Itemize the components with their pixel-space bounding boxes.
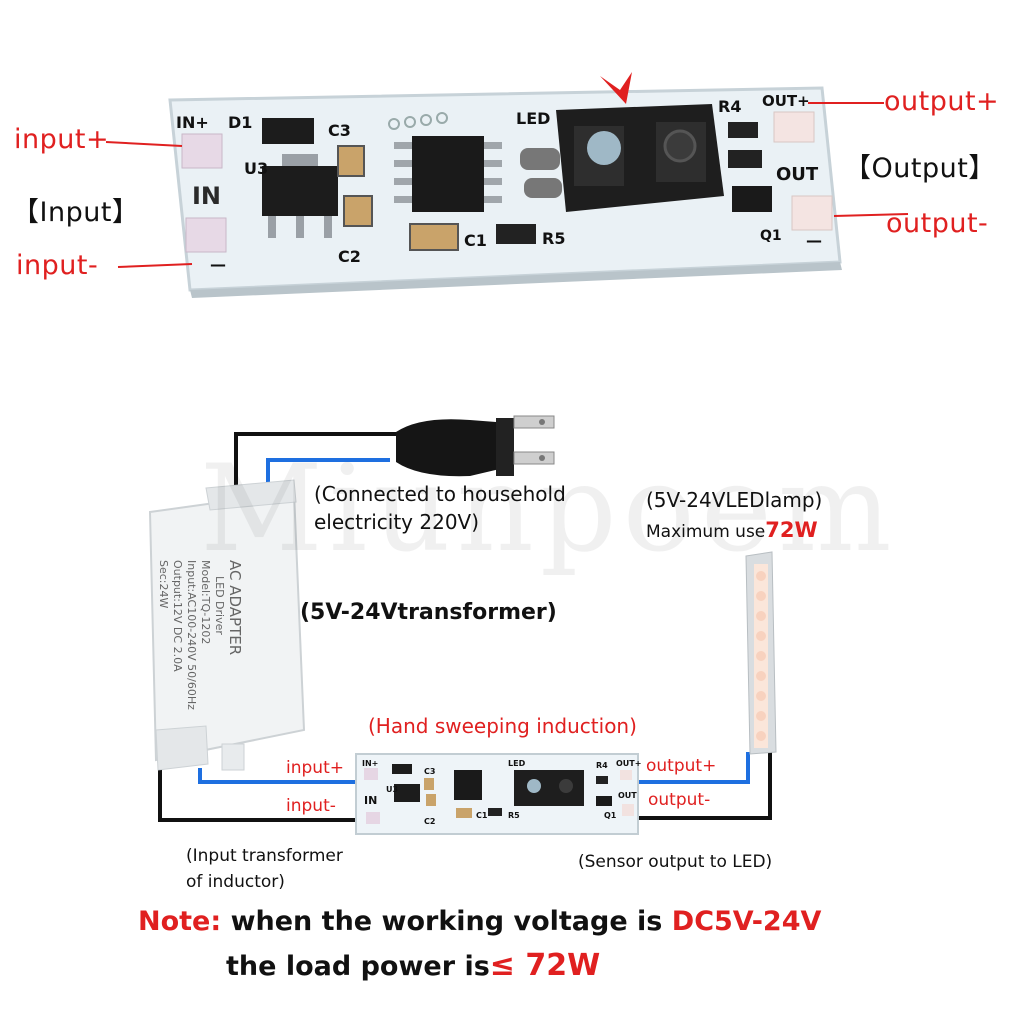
mini-silk-in-plus: IN+ — [362, 759, 378, 768]
mini-silk-c1: C1 — [476, 811, 488, 820]
input-note-2: of inductor) — [186, 872, 285, 892]
blue-wire-input — [198, 768, 356, 784]
note-line-1: Note: when the working voltage is DC5V-2… — [138, 906, 821, 937]
lamp-caption-2-prefix: Maximum use — [646, 522, 766, 542]
leader-output-minus — [833, 213, 909, 217]
lamp-caption-2: Maximum use72W — [646, 518, 818, 542]
pad-in-minus — [185, 217, 227, 253]
label-output-box: 【Output】 — [844, 153, 996, 184]
silk-minus: — — [210, 255, 226, 274]
label-output-minus: output- — [886, 208, 989, 239]
label-input-box: 【Input】 — [12, 197, 140, 228]
mini-silk-in: IN — [364, 794, 377, 807]
silk-in-plus: IN+ — [176, 113, 209, 132]
note-line1-text: when the working voltage is — [221, 906, 672, 937]
adapter-sub: LED Driver — [213, 576, 226, 635]
silk-c1: C1 — [464, 231, 487, 250]
ir-sensor — [520, 104, 724, 212]
bottom-output-minus: output- — [648, 790, 711, 810]
sensor-note: (Sensor output to LED) — [578, 852, 773, 872]
silk-d1: D1 — [228, 113, 252, 132]
ic-chip — [412, 136, 484, 212]
mini-silk-c3: C3 — [424, 767, 435, 776]
note-line1-value: DC5V-24V — [671, 906, 822, 937]
silk-in: IN — [192, 182, 221, 210]
blue-wire-output — [638, 752, 750, 784]
ac-adapter: AC ADAPTER LED Driver Model:TQ-1202 Inpu… — [148, 479, 306, 771]
silk-out-minus: — — [806, 231, 822, 250]
black-wire-output — [638, 750, 772, 820]
q1-transistor — [732, 186, 772, 212]
lamp-caption-1: (5V-24VLEDlamp) — [646, 488, 823, 512]
black-wire-input — [158, 760, 356, 822]
adapter-sec: Sec:24W — [157, 560, 170, 609]
label-input-minus: input- — [16, 250, 99, 281]
adapter-title: AC ADAPTER — [226, 560, 244, 655]
note-prefix: Note: — [138, 906, 222, 937]
mini-silk-out: OUT — [618, 791, 637, 800]
silk-led: LED — [516, 109, 550, 128]
label-output-plus: output+ — [884, 86, 1000, 117]
wiring-diagram-svg: AC ADAPTER LED Driver Model:TQ-1202 Inpu… — [148, 415, 777, 835]
u3-component — [262, 166, 338, 216]
c2-cap — [343, 195, 373, 227]
silk-q1: Q1 — [760, 228, 782, 244]
silk-out-plus: OUT+ — [762, 92, 810, 110]
bottom-output-plus: output+ — [646, 756, 717, 776]
mini-silk-out-plus: OUT+ — [616, 759, 641, 768]
bottom-input-minus: input- — [286, 796, 336, 816]
adapter-model: Model:TQ-1202 — [199, 560, 212, 644]
power-plug — [396, 415, 555, 477]
mini-silk-q1: Q1 — [604, 811, 617, 820]
mini-silk-led: LED — [508, 759, 526, 768]
c1-cap — [409, 223, 459, 251]
adapter-output: Output:12V DC 2.0A — [171, 560, 184, 672]
silk-out: OUT — [776, 164, 819, 185]
note-line-2: the load power is≤ 72W — [226, 948, 600, 983]
adapter-input: Input:AC100-240V 50/60Hz — [185, 560, 198, 710]
pad-in-plus — [181, 133, 223, 169]
hand-sweep-caption: (Hand sweeping induction) — [368, 714, 637, 738]
input-note-1: (Input transformer — [186, 846, 343, 866]
mini-silk-u3: U3 — [386, 785, 398, 794]
d1-component — [262, 118, 314, 144]
note-line2-value: ≤ 72W — [489, 948, 601, 983]
mini-silk-r4: R4 — [596, 761, 608, 770]
bottom-input-plus: input+ — [286, 758, 344, 778]
label-input-plus: input+ — [14, 124, 110, 155]
lamp-caption-2-value: 72W — [765, 518, 818, 542]
mini-silk-r5: R5 — [508, 811, 520, 820]
leader-input-minus — [117, 263, 193, 268]
silk-c3: C3 — [328, 121, 351, 140]
plug-caption-1: (Connected to household — [314, 482, 566, 506]
r4-resistor — [728, 122, 758, 138]
black-wire-top — [234, 432, 400, 500]
board-closeup-svg: IN+ IN — D1 C3 U3 C2 C1 R5 LED R4 OUT+ O… — [105, 72, 909, 298]
pad-out-minus — [791, 195, 833, 231]
silk-r4: R4 — [718, 97, 741, 116]
silk-r5: R5 — [542, 229, 565, 248]
r5-resistor — [496, 224, 536, 244]
led-lamp — [745, 551, 777, 755]
silk-u3: U3 — [244, 159, 268, 178]
pad-out-plus — [773, 111, 815, 143]
c3-cap — [337, 145, 365, 177]
arrow-down-icon — [600, 72, 632, 104]
mini-silk-c2: C2 — [424, 817, 435, 826]
small-board: IN+ IN C3 U3 C2 C1 R5 LED R4 OUT+ OUT Q1 — [355, 753, 641, 835]
watermark: Miunpoem — [200, 440, 898, 579]
leader-input-plus — [105, 141, 183, 147]
plug-caption-2: electricity 220V) — [314, 510, 480, 534]
silk-c2: C2 — [338, 247, 361, 266]
transformer-caption: (5V-24Vtransformer) — [300, 600, 557, 625]
note-line2-text: the load power is — [226, 951, 490, 982]
